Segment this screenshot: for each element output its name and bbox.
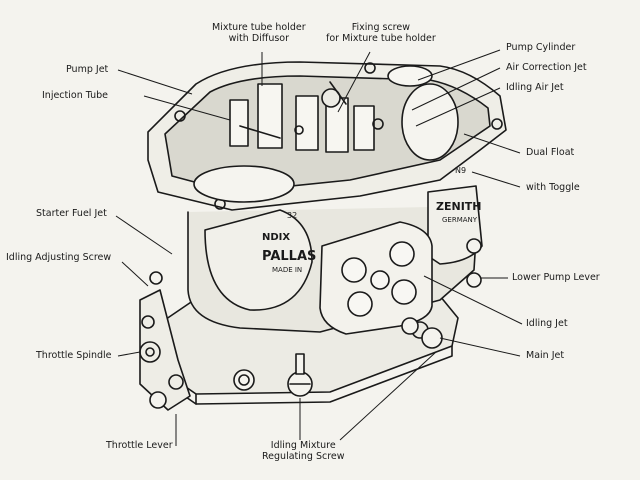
side-screws: [401, 238, 482, 349]
label-idling-air-jet: Idling Air Jet: [506, 82, 564, 93]
leader-lines: [115, 49, 523, 446]
float-dome: [193, 83, 459, 203]
label-main-jet: Main Jet: [526, 350, 565, 361]
label-fixing-screw: Fixing screw for Mixture tube holder: [326, 22, 436, 44]
leader-idling-adjusting-screw: [121, 261, 149, 287]
leader-injection-tube: [143, 95, 231, 121]
label-with-toggle: with Toggle: [526, 182, 580, 193]
jet-housing-block: [319, 221, 433, 335]
label-air-correction-jet: Air Correction Jet: [506, 62, 587, 73]
leader-idling-air-jet: [415, 87, 501, 127]
leader-pump-jet: [117, 69, 193, 95]
idle-mixture-screw: [287, 353, 313, 397]
label-mixture-tube-holder-line-2: with Diffusor: [228, 33, 290, 44]
body-markings: NDIX PALLAS MADE IN ZENITH GERMANY 32 N9: [262, 166, 482, 274]
brand-right-2: GERMANY: [442, 216, 478, 224]
brand-left-2: PALLAS: [262, 249, 316, 264]
leader-idling-jet: [423, 275, 523, 325]
brand-left-1: NDIX: [262, 232, 290, 243]
label-throttle-spindle: Throttle Spindle: [36, 350, 112, 361]
label-mixture-tube-holder-line-1: Mixture tube holder: [212, 22, 306, 33]
label-dual-float: Dual Float: [526, 147, 575, 158]
leader-fixing-screw: [337, 51, 371, 113]
leader-dual-float: [463, 133, 521, 154]
leader-idling-mixture-screw-2: [339, 351, 437, 441]
label-idling-mixture-line-1: Idling Mixture: [270, 440, 336, 451]
label-fixing-screw-line-2: for Mixture tube holder: [326, 33, 436, 44]
label-fixing-screw-line-1: Fixing screw: [351, 22, 410, 33]
label-idling-adjusting-screw: Idling Adjusting Screw: [6, 252, 112, 263]
label-pump-jet: Pump Jet: [66, 64, 109, 75]
label-starter-fuel-jet: Starter Fuel Jet: [36, 208, 107, 219]
internal-jets: [229, 65, 433, 153]
number-left: 32: [287, 211, 297, 220]
leader-starter-fuel-jet: [115, 215, 173, 255]
brand-right-1: ZENITH: [436, 200, 482, 213]
leader-throttle-spindle: [117, 351, 141, 357]
label-idling-mixture-line-2: Regulating Screw: [262, 451, 345, 462]
label-idling-mixture-regulating-screw: Idling Mixture Regulating Screw: [262, 440, 345, 462]
leader-main-jet: [439, 337, 521, 357]
label-injection-tube: Injection Tube: [42, 90, 109, 101]
leader-with-toggle: [471, 171, 521, 188]
label-throttle-lever: Throttle Lever: [106, 440, 173, 451]
number-right: N9: [455, 166, 466, 175]
label-lower-pump-lever: Lower Pump Lever: [512, 272, 600, 283]
brand-left-3: MADE IN: [272, 266, 302, 274]
label-idling-jet: Idling Jet: [526, 318, 568, 329]
leader-pump-cylinder: [417, 49, 501, 81]
label-pump-cylinder: Pump Cylinder: [506, 42, 576, 53]
label-mixture-tube-holder: Mixture tube holder with Diffusor: [212, 22, 306, 44]
leader-air-correction-jet: [411, 67, 501, 111]
